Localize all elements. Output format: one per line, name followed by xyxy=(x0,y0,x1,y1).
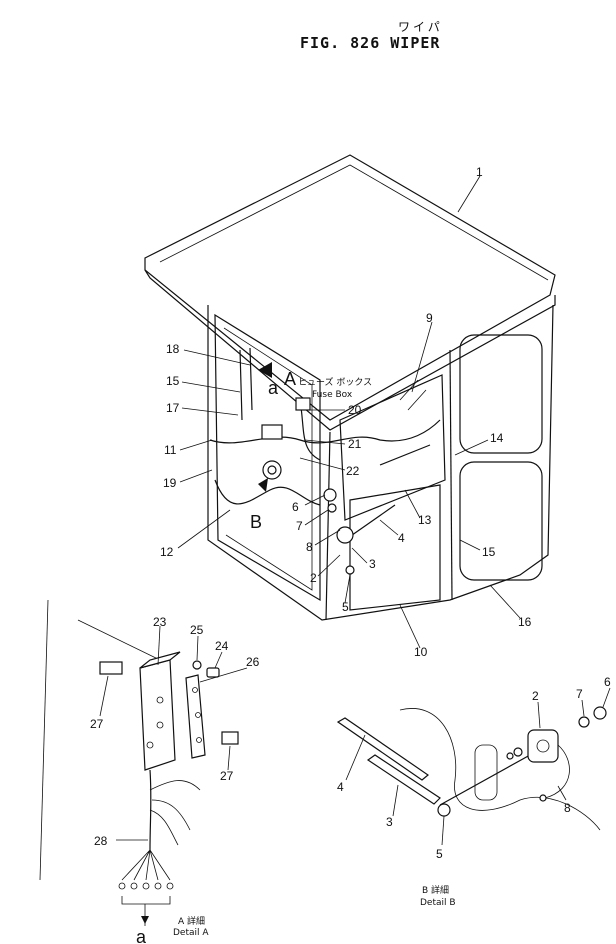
callout-9: 9 xyxy=(426,311,433,325)
detail-a-connector-marker: a xyxy=(136,927,147,944)
detail-b-callout-5: 5 xyxy=(436,847,443,861)
detail-b-drawing xyxy=(336,706,607,831)
detail-b-caption: Detail B xyxy=(420,898,456,908)
callout-13: 13 xyxy=(418,513,432,527)
view-marker-a: A xyxy=(284,369,296,389)
detail-b-callout-8: 8 xyxy=(564,801,571,815)
detail-a-caption-japanese: A 詳細 xyxy=(178,915,205,927)
callout-21: 21 xyxy=(348,437,362,451)
callout-26: 26 xyxy=(246,655,260,669)
callout-12: 12 xyxy=(160,545,174,559)
fuse-box-label-japanese: ヒューズ ボックス xyxy=(298,376,372,388)
detail-b-leaders xyxy=(345,687,611,846)
detail-b-callout-6: 6 xyxy=(604,675,611,689)
callout-25: 25 xyxy=(190,623,204,637)
figure-title-japanese: ワイパ xyxy=(398,20,443,34)
callout-1: 1 xyxy=(476,165,483,179)
callout-3: 3 xyxy=(369,557,376,571)
callout-4: 4 xyxy=(398,531,405,545)
callout-15: 15 xyxy=(166,374,180,388)
main-view-leaders xyxy=(177,175,521,649)
callout-20: 20 xyxy=(348,403,362,417)
detail-b-callout-3: 3 xyxy=(386,815,393,829)
cab-assembly xyxy=(144,154,556,621)
callout-14: 14 xyxy=(490,431,504,445)
callout-8: 8 xyxy=(306,540,313,554)
detail-a-leaders xyxy=(99,625,248,841)
fuse-box-label: Fuse Box xyxy=(312,390,353,400)
callout-22: 22 xyxy=(346,464,360,478)
callout-17: 17 xyxy=(166,401,180,415)
figure-title: FIG. 826 WIPER xyxy=(300,34,441,52)
callout-18: 18 xyxy=(166,342,180,356)
detail-b-caption-japanese: B 詳細 xyxy=(422,884,449,896)
callout-27-right: 27 xyxy=(220,769,234,783)
callout-16: 16 xyxy=(518,615,532,629)
main-view-callouts: 1 9 18 15 17 11 19 12 20 21 22 14 13 6 7… xyxy=(160,165,532,659)
callout-24: 24 xyxy=(215,639,229,653)
detail-b-callout-4: 4 xyxy=(337,780,344,794)
detail-a-caption: Detail A xyxy=(173,928,209,938)
callout-15-right: 15 xyxy=(482,545,496,559)
callout-2: 2 xyxy=(310,571,317,585)
view-marker-b: B xyxy=(250,512,262,532)
callout-27-left: 27 xyxy=(90,717,104,731)
callout-19: 19 xyxy=(163,476,177,490)
callout-28: 28 xyxy=(94,834,108,848)
callout-11: 11 xyxy=(164,443,177,457)
detail-b-callout-7: 7 xyxy=(576,687,583,701)
callout-6: 6 xyxy=(292,500,299,514)
detail-b-callout-2: 2 xyxy=(532,689,539,703)
callout-23: 23 xyxy=(153,615,167,629)
detail-b-callouts: 2 7 6 4 3 8 5 B 詳細 Detail B xyxy=(337,675,611,908)
callout-7: 7 xyxy=(296,519,303,533)
detail-a-callouts: 23 25 24 26 27 27 28 a A 詳細 Detail A xyxy=(90,615,260,944)
detail-a-drawing xyxy=(39,599,239,926)
callout-5: 5 xyxy=(342,600,349,614)
callout-10: 10 xyxy=(414,645,428,659)
connector-marker-a: a xyxy=(268,378,279,398)
